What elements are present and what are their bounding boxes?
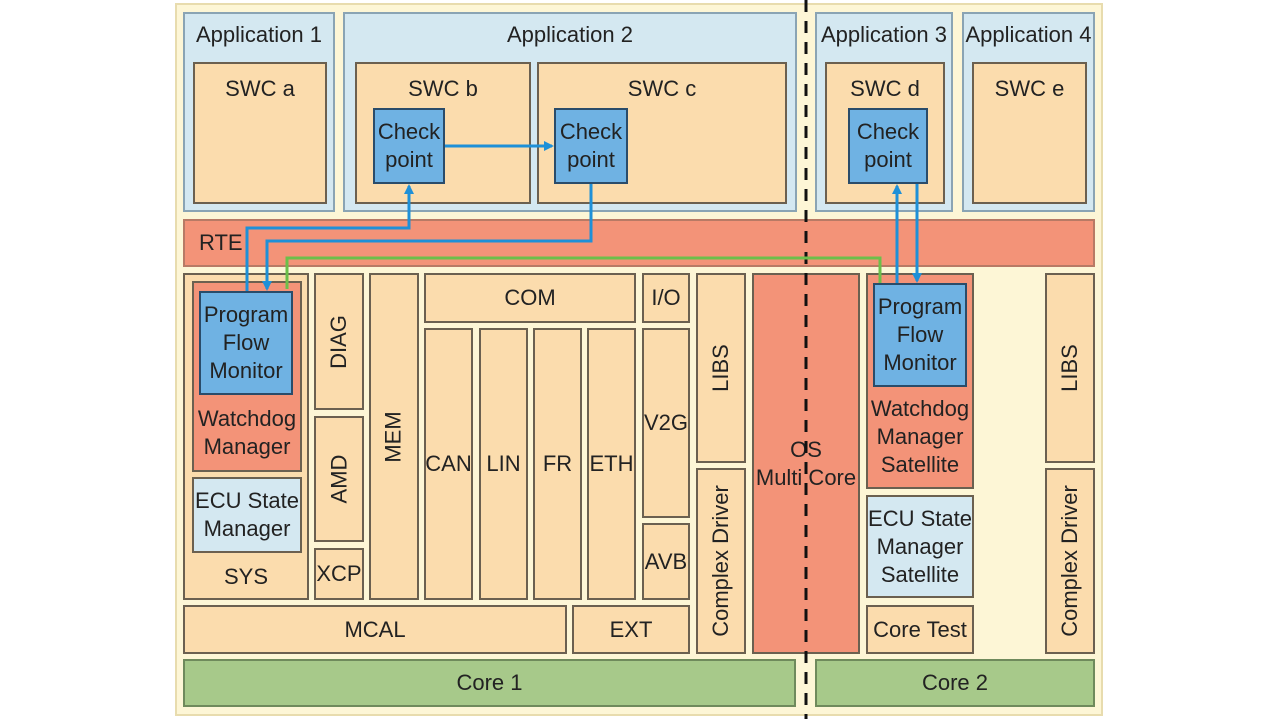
os-multi-core: OS Multi Core: [752, 273, 860, 654]
fr-label: FR: [542, 451, 573, 476]
application-1: Application 1 SWC a: [183, 12, 335, 212]
ecu-state-manager-satellite: ECU State Manager Satellite: [866, 495, 974, 598]
checkpoint-label-line2: point: [385, 147, 433, 172]
swc-d-title: SWC d: [850, 76, 920, 101]
checkpoint-swc-c: Check point: [554, 108, 628, 184]
wdm-sat-line2: Manager: [876, 424, 964, 449]
checkpoint-label-line2: point: [567, 147, 615, 172]
mem-label: MEM: [381, 410, 407, 463]
program-flow-monitor-core2: Program Flow Monitor: [873, 283, 967, 387]
v2g-label: V2G: [643, 410, 689, 435]
swc-a-title: SWC a: [225, 76, 295, 101]
checkpoint-label-line2: point: [864, 147, 912, 172]
swc-c-title: SWC c: [627, 76, 697, 101]
io-label: I/O: [651, 285, 681, 310]
pfm-line2: Flow: [222, 330, 270, 355]
libs-core2: LIBS: [1045, 273, 1095, 463]
os-line1: OS: [790, 436, 822, 462]
can-module: CAN: [424, 328, 473, 600]
wdm-sat-line1: Watchdog: [870, 396, 970, 421]
checkpoint-label-line1: Check: [377, 119, 441, 144]
checkpoint-swc-d: Check point: [848, 108, 928, 184]
pfm2-line1: Program: [877, 294, 963, 319]
libs-core2-label: LIBS: [1057, 344, 1083, 392]
checkpoint-swc-b: Check point: [373, 108, 445, 184]
amd-label: AMD: [326, 454, 352, 504]
lin-label: LIN: [486, 451, 521, 476]
application-4: Application 4 SWC e: [962, 12, 1095, 212]
rte-label: RTE: [199, 230, 243, 255]
core-1-label: Core 1: [456, 670, 523, 695]
swc-b-title: SWC b: [408, 76, 478, 101]
eth-label: ETH: [589, 451, 634, 476]
watchdog-manager-line2: Manager: [203, 434, 291, 459]
mcal-label: MCAL: [344, 616, 406, 642]
pfm-line3: Monitor: [209, 358, 283, 383]
diag-module: DIAG: [314, 273, 364, 410]
swc-a: SWC a: [193, 62, 327, 204]
ecu-sat-line1: ECU State: [868, 505, 972, 531]
xcp-label: XCP: [316, 561, 362, 586]
io-module: I/O: [642, 273, 690, 323]
checkpoint-label-line1: Check: [856, 119, 920, 144]
wdm-sat-line3: Satellite: [880, 452, 960, 477]
program-flow-monitor-core1: Program Flow Monitor: [199, 291, 293, 395]
complex-driver-core2-label: Complex Driver: [1057, 485, 1082, 637]
ecu-sm-line2: Manager: [203, 516, 291, 541]
eth-module: ETH: [587, 328, 636, 600]
swc-e-title: SWC e: [994, 76, 1065, 101]
ecu-sat-line2: Manager: [876, 533, 964, 559]
pfm2-line3: Monitor: [883, 350, 957, 375]
application-1-title: Application 1: [196, 22, 322, 47]
application-4-title: Application 4: [965, 22, 1092, 47]
mem-module: MEM: [369, 273, 419, 600]
pfm2-line2: Flow: [896, 322, 944, 347]
os-line2: Multi Core: [755, 464, 857, 490]
complex-driver-core1-label: Complex Driver: [708, 485, 733, 637]
checkpoint-label-line1: Check: [559, 119, 623, 144]
ecu-sm-line1: ECU State: [195, 488, 299, 513]
avb-module: AVB: [642, 523, 690, 600]
amd-module: AMD: [314, 416, 364, 542]
complex-driver-core2: Complex Driver: [1045, 468, 1095, 654]
mcal-module: MCAL: [183, 605, 567, 654]
ext-label: EXT: [609, 616, 653, 642]
diag-label: DIAG: [326, 314, 352, 369]
avb-label: AVB: [644, 548, 688, 574]
com-module: COM: [424, 273, 636, 323]
can-label: CAN: [425, 451, 472, 476]
rte-bar: RTE: [183, 219, 1095, 267]
core-1: Core 1: [183, 659, 796, 707]
core-2: Core 2: [815, 659, 1095, 707]
v2g-module: V2G: [642, 328, 690, 518]
xcp-module: XCP: [314, 548, 364, 600]
core-2-label: Core 2: [921, 670, 989, 695]
application-2-title: Application 2: [507, 22, 633, 47]
ext-module: EXT: [572, 605, 690, 654]
complex-driver-core1: Complex Driver: [696, 468, 746, 654]
watchdog-manager-line1: Watchdog: [197, 406, 297, 431]
pfm-line1: Program: [203, 302, 289, 327]
lin-module: LIN: [479, 328, 528, 600]
com-label: COM: [504, 285, 556, 310]
core-test-label: Core Test: [873, 616, 967, 642]
libs-core1: LIBS: [696, 273, 746, 463]
libs-core1-label: LIBS: [708, 344, 734, 392]
ecu-state-manager: ECU State Manager: [192, 477, 302, 553]
fr-module: FR: [533, 328, 582, 600]
sys-label: SYS: [223, 564, 269, 589]
application-3-title: Application 3: [821, 22, 947, 47]
swc-e: SWC e: [972, 62, 1087, 204]
ecu-sat-line3: Satellite: [880, 561, 960, 587]
core-test-module: Core Test: [866, 605, 974, 654]
